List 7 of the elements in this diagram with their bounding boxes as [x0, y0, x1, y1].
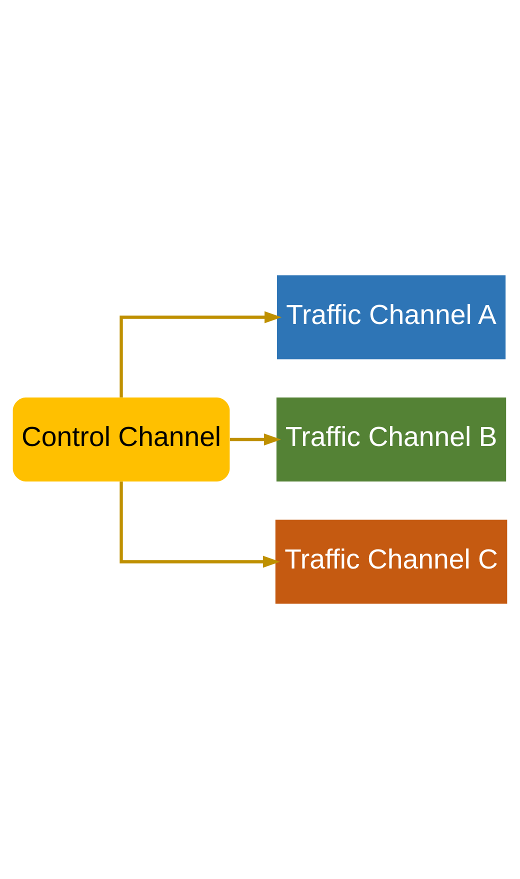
node-box: Traffic Channel A	[277, 275, 506, 360]
arrow	[230, 434, 282, 446]
arrow	[120, 482, 280, 568]
arrow	[120, 311, 282, 398]
node-box: Control Channel	[12, 398, 230, 482]
node-box: Traffic Channel B	[276, 398, 506, 482]
node-box: Traffic Channel C	[275, 520, 508, 604]
